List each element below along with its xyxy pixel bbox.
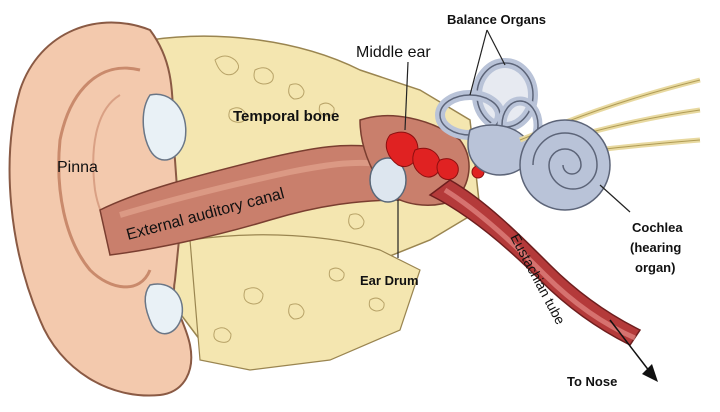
to-nose-arrow: [609, 319, 658, 382]
label-cochlea-line1: Cochlea: [632, 220, 683, 235]
label-balance-organs: Balance Organs: [447, 12, 546, 27]
leader-lines: [397, 29, 631, 258]
eardrum: [369, 157, 407, 203]
semicircular-canals: [435, 58, 543, 154]
label-cochlea-line2: (hearing: [630, 240, 681, 255]
upper-cartilage: [142, 93, 187, 161]
lower-cartilage: [144, 283, 184, 335]
label-ear-drum: Ear Drum: [360, 273, 419, 288]
cochlea: [519, 119, 611, 211]
label-to-nose: To Nose: [567, 374, 617, 389]
lower-tissue-region: [189, 234, 421, 371]
pinna-fold: [57, 66, 152, 289]
label-pinna: Pinna: [57, 159, 98, 176]
label-middle-ear: Middle ear: [356, 44, 431, 61]
bone-texture: [213, 55, 385, 343]
label-cochlea-line3: organ): [635, 260, 675, 275]
eustachian-tube-highlight: [443, 187, 636, 341]
canal-highlight: [119, 159, 386, 218]
label-temporal-bone: Temporal bone: [233, 108, 339, 125]
